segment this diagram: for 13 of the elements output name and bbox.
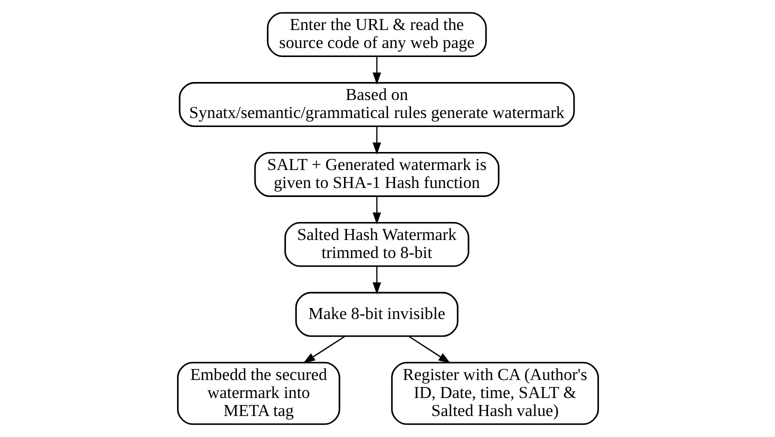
node-box: Make 8-bit invisible [294,292,458,337]
arrow [372,56,381,85]
arrow [302,336,345,364]
arrow [408,336,450,364]
node-box: Enter the URL & read the source code of any web page [266,12,486,58]
arrow [372,196,381,225]
arrow [372,126,381,155]
node-box: Salted Hash Watermark trimmed to 8-bit [284,222,469,267]
node-box: SALT + Generated watermark is given to SHA-1 Hash function [254,152,499,197]
arrow [372,266,381,294]
node-box: Embedd the secured watermark into META tag [176,362,340,425]
node-box: Register with CA (Author's ID, Date, time, SALT & Salted Hash value) [390,362,598,425]
node-box: Based on Synatx/semantic/grammatical rules generate watermark [178,82,574,128]
